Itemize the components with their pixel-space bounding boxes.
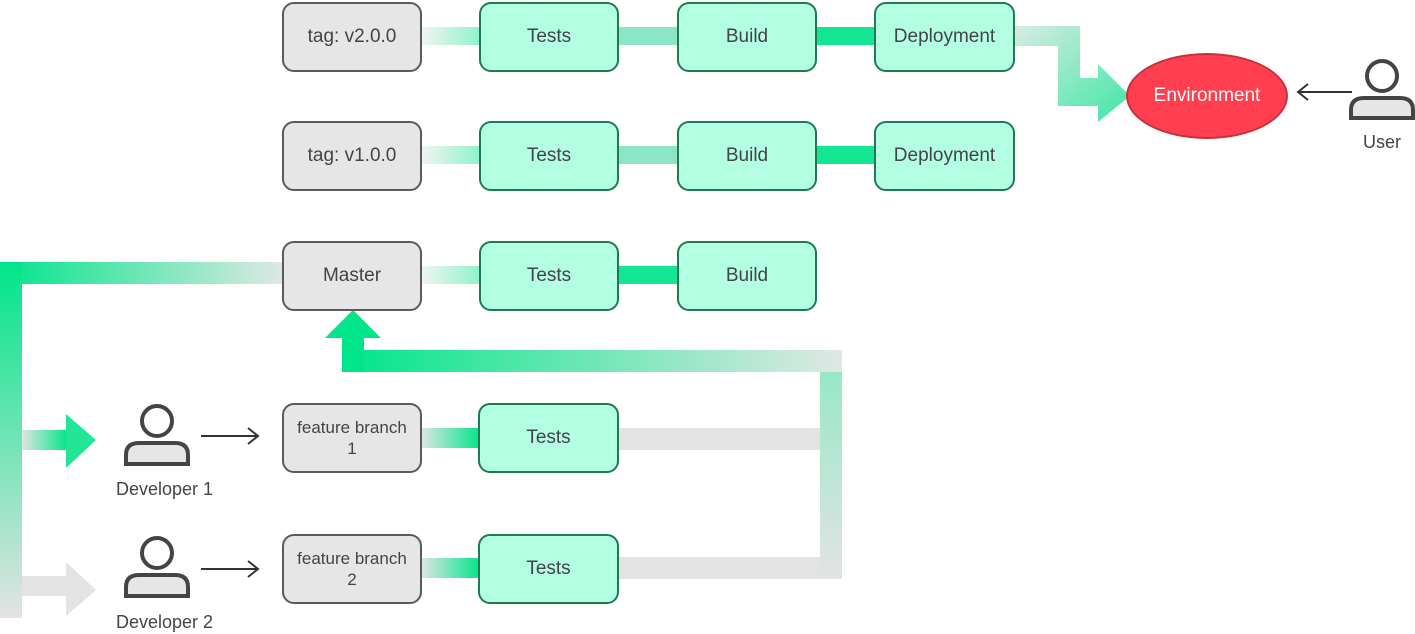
tests-step[interactable]: Tests: [479, 241, 619, 311]
user-label: User: [1362, 132, 1401, 152]
distribution-line: [0, 262, 22, 618]
to-developer-1-arrowhead: [66, 414, 96, 468]
merge-top: [342, 350, 842, 372]
tag-v1-box[interactable]: tag: v1.0.0: [282, 121, 422, 191]
tag-v2-box[interactable]: tag: v2.0.0: [282, 2, 422, 72]
connector: [421, 428, 481, 448]
merge-vertical: [820, 350, 842, 579]
to-developer-1-bar: [22, 430, 68, 450]
deployment-step[interactable]: Deployment: [874, 121, 1015, 191]
connector: [618, 27, 678, 45]
master-feed-bar: [0, 262, 284, 284]
merge-stem: [342, 334, 364, 372]
to-developer-2-bar: [22, 576, 68, 596]
connector: [816, 27, 876, 45]
build-step[interactable]: Build: [677, 241, 817, 311]
person-icon: [124, 404, 190, 466]
environment-node[interactable]: Environment: [1126, 53, 1288, 139]
feature-branch-2-box[interactable]: feature branch 2: [282, 534, 422, 604]
developer-2-label: Developer 2: [115, 612, 214, 632]
tests-step[interactable]: Tests: [478, 403, 619, 473]
merge-line-f1: [618, 428, 822, 450]
build-step[interactable]: Build: [677, 2, 817, 72]
merge-to-master-arrowhead: [325, 310, 381, 338]
person-icon: [124, 536, 190, 598]
build-step[interactable]: Build: [677, 121, 817, 191]
connector: [618, 266, 678, 284]
feature-branch-1-box[interactable]: feature branch 1: [282, 403, 422, 473]
developer-1-label: Developer 1: [115, 479, 214, 499]
connector: [421, 558, 481, 578]
connector: [421, 146, 481, 164]
deployment-step[interactable]: Deployment: [874, 2, 1015, 72]
connector: [421, 266, 481, 284]
tests-step[interactable]: Tests: [479, 2, 619, 72]
to-developer-2-arrowhead: [66, 562, 96, 616]
tests-step[interactable]: Tests: [479, 121, 619, 191]
person-icon: [1349, 59, 1415, 120]
master-branch-box[interactable]: Master: [282, 241, 422, 311]
arrow-left-icon: [1296, 83, 1352, 101]
arrow-right-icon: [201, 427, 260, 445]
tests-step[interactable]: Tests: [478, 534, 619, 604]
merge-line-f2: [618, 557, 840, 579]
deploy-to-environment-arrow: [1014, 26, 1130, 122]
connector: [618, 146, 678, 164]
connector: [816, 146, 876, 164]
connector: [421, 27, 481, 45]
arrow-right-icon: [201, 560, 260, 578]
